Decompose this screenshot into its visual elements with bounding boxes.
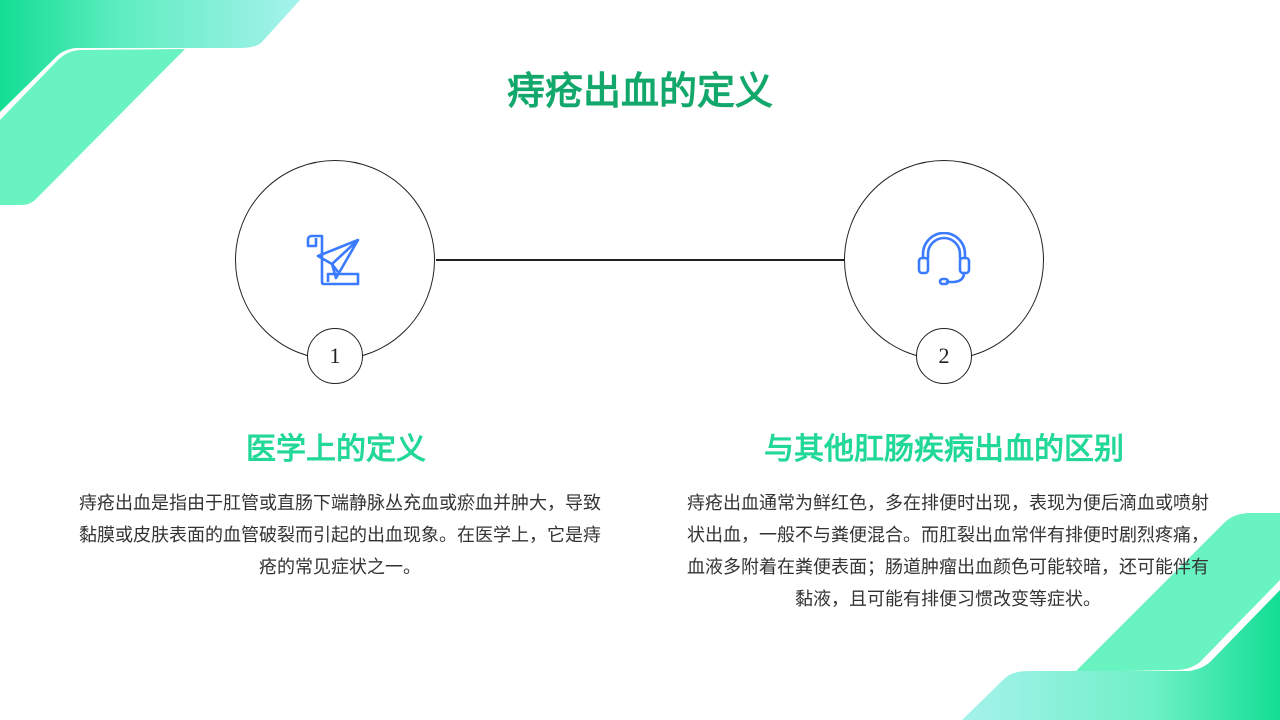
section-heading-2: 与其他肛肠疾病出血的区别 — [764, 432, 1124, 467]
step-number-2: 2 — [916, 328, 972, 384]
connector-line — [436, 259, 844, 261]
section-heading-1: 医学上的定义 — [246, 432, 426, 467]
headset-icon — [917, 232, 971, 286]
corner-shape-light — [1075, 513, 1280, 672]
section-text-1: 痔疮出血是指由于肛管或直肠下端静脉丛充血或瘀血并肿大，导致黏膜或皮肤表面的血管破… — [79, 493, 601, 578]
section-text-2: 痔疮出血通常为鲜红色，多在排便时出现，表现为便后滴血或喷射状出血，一般不与粪便混… — [687, 493, 1209, 610]
corner-shape-dark — [962, 590, 1280, 720]
step-number-1: 1 — [307, 328, 363, 384]
page-title: 痔疮出血的定义 — [506, 69, 773, 113]
corner-shape-light — [0, 49, 185, 205]
corner-shape-dark — [0, 0, 300, 112]
paper-plane-scroll-icon — [306, 234, 360, 286]
circle-item-2 — [844, 160, 1044, 360]
